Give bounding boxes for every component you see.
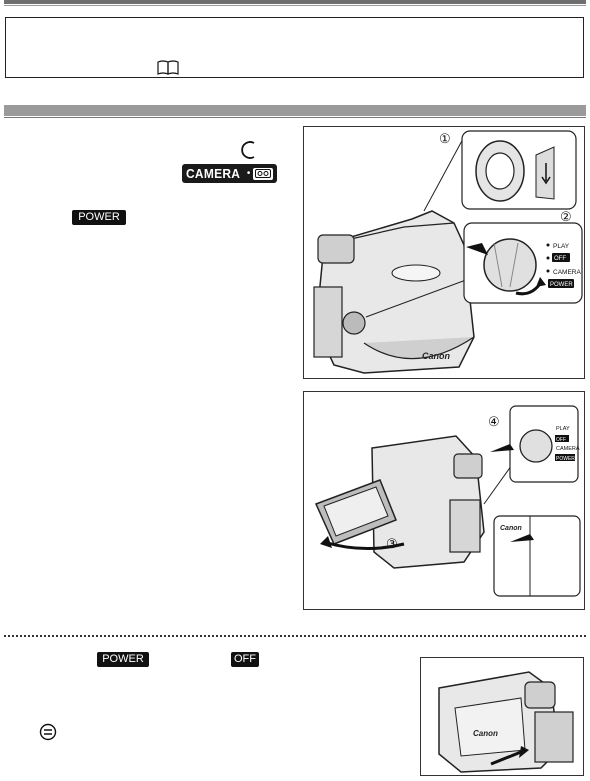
figure-power-switch: Canon ① ② PLAY OFF CAMERA POWER bbox=[303, 126, 585, 379]
fig2-dial-off: OFF bbox=[556, 437, 566, 443]
top-rule bbox=[4, 0, 586, 4]
figure-battery: Canon bbox=[420, 657, 584, 776]
fig2-dial-play: PLAY bbox=[556, 426, 570, 432]
section-header-rule bbox=[4, 117, 586, 118]
fig1-dial-power: POWER bbox=[550, 282, 573, 288]
fig3-brand: Canon bbox=[473, 729, 498, 738]
top-rule-thin bbox=[4, 5, 586, 6]
badge-separator-dot: • bbox=[246, 168, 251, 179]
camera-mode-badge: CAMERA • bbox=[182, 164, 277, 183]
fig1-dial-off: OFF bbox=[554, 256, 566, 262]
fig2-dial-camera: CAMERA bbox=[556, 446, 580, 452]
e-symbol-icon bbox=[39, 723, 57, 741]
fig2-dial-power: POWER bbox=[556, 456, 575, 462]
fig1-dial-camera: CAMERA bbox=[553, 269, 581, 276]
power-badge-lower: POWER bbox=[97, 652, 149, 667]
fig1-callout-1: ① bbox=[439, 131, 451, 146]
power-badge: POWER bbox=[72, 210, 126, 225]
c-symbol-icon bbox=[240, 140, 258, 160]
tape-icon bbox=[253, 167, 274, 180]
section-header-bar bbox=[4, 105, 586, 116]
off-badge: OFF bbox=[231, 652, 259, 667]
fig1-callout-2: ② bbox=[560, 209, 572, 224]
fig2-callout-4: ④ bbox=[488, 414, 500, 429]
figure-open-lcd: ③ ④ PLAY OFF CAMERA POWER Canon bbox=[303, 391, 585, 610]
fig2-callout-3: ③ bbox=[386, 536, 398, 551]
note-box bbox=[5, 17, 584, 78]
book-reference-icon bbox=[157, 60, 179, 75]
fig1-dial-play: PLAY bbox=[553, 243, 570, 250]
camera-mode-label: CAMERA bbox=[186, 166, 241, 181]
fig1-brand: Canon bbox=[422, 351, 451, 361]
fig2-brand: Canon bbox=[500, 525, 522, 532]
dotted-divider bbox=[4, 635, 586, 637]
